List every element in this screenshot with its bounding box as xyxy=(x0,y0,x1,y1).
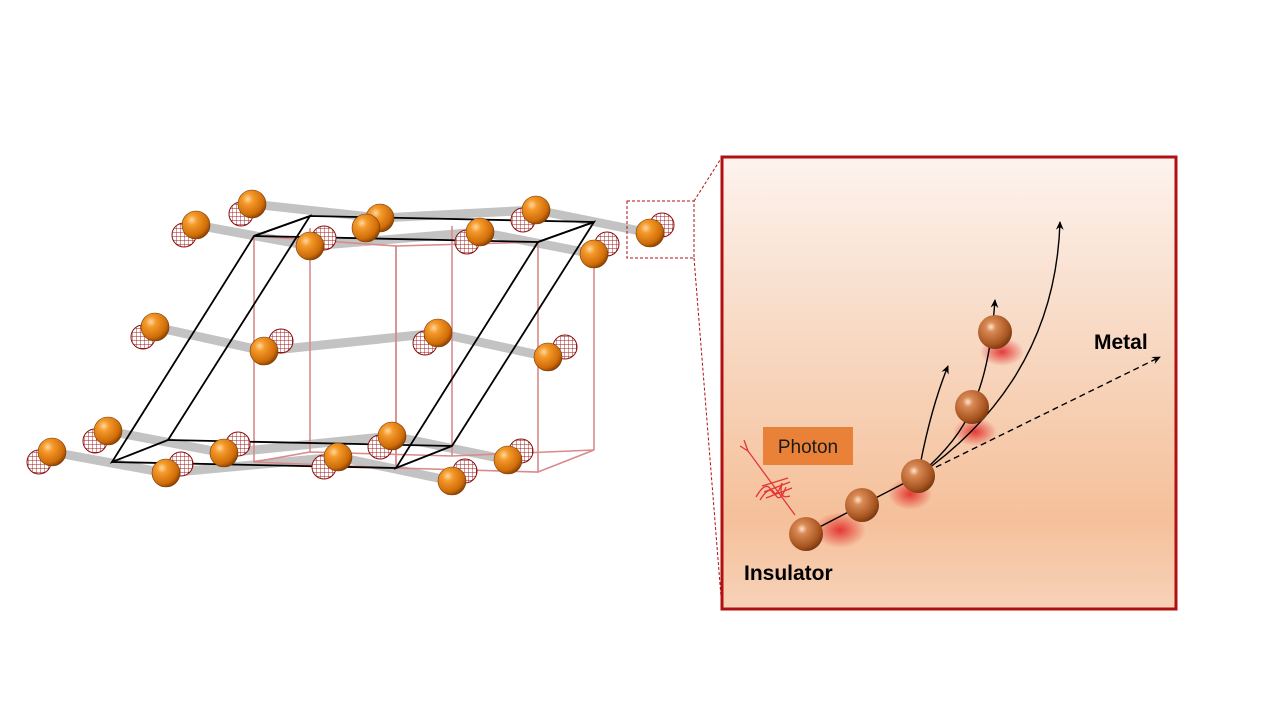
bond xyxy=(375,205,541,223)
orange-sphere-icon xyxy=(249,336,279,366)
orange-sphere-icon xyxy=(237,189,267,219)
trajectory-atom xyxy=(789,517,823,551)
zoom-callout xyxy=(626,156,723,610)
inset-panel: Photon Metal Insulator xyxy=(720,155,1178,611)
crystal-lattice xyxy=(26,189,675,496)
zoom-line-bottom xyxy=(693,257,723,610)
photon-label: Photon xyxy=(778,437,838,458)
orange-sphere-icon xyxy=(635,218,665,248)
cell-edge xyxy=(167,439,453,447)
bond xyxy=(247,199,385,223)
photon-wave xyxy=(761,477,793,499)
orange-sphere-icon xyxy=(209,438,239,468)
orange-sphere-icon xyxy=(151,458,181,488)
orange-sphere-icon xyxy=(181,210,211,240)
glow xyxy=(814,512,866,548)
orange-sphere-icon xyxy=(493,445,523,475)
bond xyxy=(219,431,397,458)
orange-sphere-icon xyxy=(351,213,381,243)
orange-sphere-icon xyxy=(533,342,563,372)
zoom-box xyxy=(626,200,695,259)
trajectory-atom xyxy=(955,390,989,424)
bond xyxy=(387,431,513,465)
wavy-photon-icon xyxy=(739,439,796,516)
atom-layer xyxy=(26,189,675,496)
bond xyxy=(150,322,269,356)
orange-sphere-icon xyxy=(465,217,495,247)
photon-tail xyxy=(739,439,750,453)
trajectory-to-metal xyxy=(917,356,1161,477)
bond xyxy=(47,447,171,478)
orange-sphere-icon xyxy=(521,195,551,225)
orange-sphere-icon xyxy=(37,437,67,467)
bond xyxy=(103,426,229,458)
orange-sphere-icon xyxy=(579,239,609,269)
trajectory-atom xyxy=(978,315,1012,349)
trajectory-atoms xyxy=(789,315,1012,551)
orange-sphere-icon xyxy=(437,466,467,496)
zoom-line-top xyxy=(693,156,723,202)
orange-sphere-icon xyxy=(377,421,407,451)
orange-sphere-icon xyxy=(423,318,453,348)
inset-border xyxy=(720,155,1178,611)
orange-sphere-icon xyxy=(295,231,325,261)
metal-label: Metal xyxy=(1094,331,1148,354)
bond xyxy=(433,328,553,362)
orange-sphere-icon xyxy=(140,312,170,342)
bond xyxy=(191,220,315,251)
trajectory-atom xyxy=(845,488,879,522)
cell-edge xyxy=(253,449,595,473)
trajectory-atom xyxy=(901,459,935,493)
orange-sphere-icon xyxy=(93,416,123,446)
trajectory-branch xyxy=(917,221,1064,477)
orange-sphere-icon xyxy=(323,442,353,472)
photon-label-box xyxy=(763,427,853,465)
insulator-label: Insulator xyxy=(744,562,833,585)
bond xyxy=(259,328,443,356)
